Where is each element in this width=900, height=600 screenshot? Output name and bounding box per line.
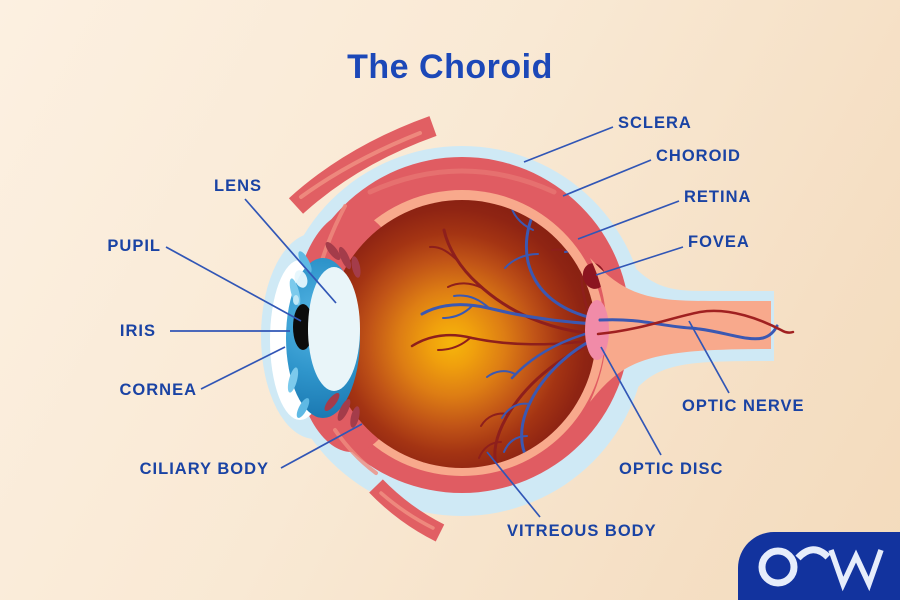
optic-disc-spot: [585, 300, 609, 360]
central-artery: [596, 309, 795, 336]
lens-body: [308, 267, 360, 391]
iris-streaks: [287, 251, 312, 418]
leader-retina: [577, 200, 680, 240]
label-optic-nerve: OPTIC NERVE: [682, 397, 805, 415]
label-sclera: SCLERA: [618, 114, 692, 132]
central-vein: [598, 318, 779, 341]
leader-sclera: [523, 126, 614, 163]
leader-choroid: [562, 159, 652, 197]
leader-cornea: [200, 346, 286, 390]
ciliary-processes: [324, 241, 361, 428]
label-optic-disc: OPTIC DISC: [619, 460, 724, 478]
label-retina: RETINA: [684, 188, 752, 206]
leader-optic-disc: [600, 346, 662, 456]
logo-letter-o-icon: [758, 547, 798, 587]
logo-arc-icon: [795, 546, 831, 561]
leader-lens: [244, 198, 337, 304]
brand-logo: OW: [738, 532, 900, 600]
label-lens: LENS: [213, 177, 262, 195]
label-vitreous-body: VITREOUS BODY: [507, 522, 657, 540]
label-ciliary-body: CILIARY BODY: [139, 460, 269, 478]
leader-optic-nerve: [688, 320, 730, 394]
label-choroid: CHOROID: [656, 147, 741, 165]
label-cornea: CORNEA: [119, 381, 197, 399]
eye-muscles: [288, 116, 445, 542]
label-fovea: FOVEA: [688, 233, 750, 251]
label-iris: IRIS: [119, 322, 156, 340]
leader-ciliary-body: [280, 423, 363, 469]
vitreous-body-region: [328, 200, 596, 468]
brand-logo-mark: [758, 546, 884, 592]
leader-fovea: [595, 246, 684, 276]
optic-nerve-stalk: [590, 258, 771, 402]
label-pupil: PUPIL: [107, 237, 161, 255]
page-title: The Choroid: [347, 48, 553, 86]
anterior-segment: [270, 241, 361, 428]
leader-pupil: [165, 246, 302, 322]
leader-lines: [165, 126, 730, 518]
pupil-spot: [293, 304, 313, 350]
logo-letter-w-icon: [828, 549, 884, 592]
leader-vitreous-body: [486, 451, 541, 518]
